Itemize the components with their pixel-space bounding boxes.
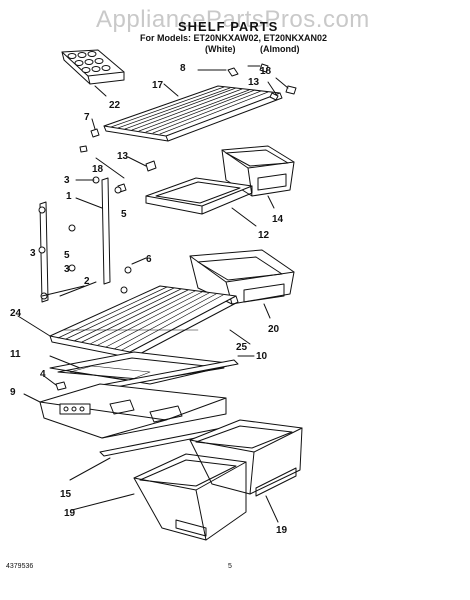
callout-3-a: 3 [64, 175, 70, 186]
callout-5-a: 5 [121, 209, 127, 220]
color-variants: (White) (Almond) [205, 44, 300, 54]
callout-13-top: 13 [248, 77, 260, 88]
watermark: AppliancePartsPros.com [96, 6, 370, 33]
variant-almond: (Almond) [260, 44, 300, 54]
callout-18-mid: 18 [92, 164, 104, 175]
callout-12: 12 [258, 230, 270, 241]
models-line: For Models: ET20NKXAW02, ET20NKXAN02 [140, 33, 328, 43]
callout-18-top: 18 [260, 66, 272, 77]
shelf-clips-left[interactable] [79, 118, 157, 193]
callout-20: 20 [268, 324, 280, 335]
upper-wire-shelf[interactable] [103, 63, 297, 142]
deli-bin[interactable] [221, 145, 295, 209]
callout-14: 14 [272, 214, 284, 225]
page-number: 5 [228, 563, 232, 570]
callout-1: 1 [66, 191, 72, 202]
callout-5-b: 5 [64, 250, 70, 261]
callout-7: 7 [84, 112, 90, 123]
glass-shelf[interactable] [145, 177, 257, 227]
document-number: 4379536 [6, 563, 34, 570]
callout-15: 15 [60, 489, 72, 500]
crisper-drawer-right[interactable] [189, 419, 303, 523]
crisper-drawer-left[interactable] [71, 453, 247, 541]
callout-11: 11 [10, 349, 21, 360]
callout-17: 17 [152, 80, 164, 91]
callout-3-c: 3 [64, 264, 70, 275]
callout-19-left: 19 [64, 508, 76, 519]
callout-13-mid: 13 [117, 151, 129, 162]
callout-3-b: 3 [30, 248, 36, 259]
callout-10: 10 [256, 351, 268, 362]
callout-9: 9 [10, 387, 16, 398]
crisper-frame[interactable] [23, 375, 227, 439]
crisper-cover[interactable] [49, 351, 255, 391]
callout-8: 8 [180, 63, 186, 74]
variant-white: (White) [205, 44, 236, 54]
callout-6: 6 [146, 254, 152, 265]
shelf-rails[interactable] [38, 176, 147, 303]
meat-pan-drawer[interactable] [189, 249, 295, 319]
egg-tray[interactable] [61, 49, 125, 97]
diagram-title: SHELF PARTS [178, 19, 279, 34]
callout-22: 22 [109, 100, 121, 111]
callout-24: 24 [10, 308, 22, 319]
lower-wire-shelf[interactable] [17, 285, 251, 359]
callout-4: 4 [40, 369, 46, 380]
callout-25: 25 [236, 342, 248, 353]
callout-2: 2 [84, 276, 90, 287]
callout-19-right: 19 [276, 525, 288, 536]
